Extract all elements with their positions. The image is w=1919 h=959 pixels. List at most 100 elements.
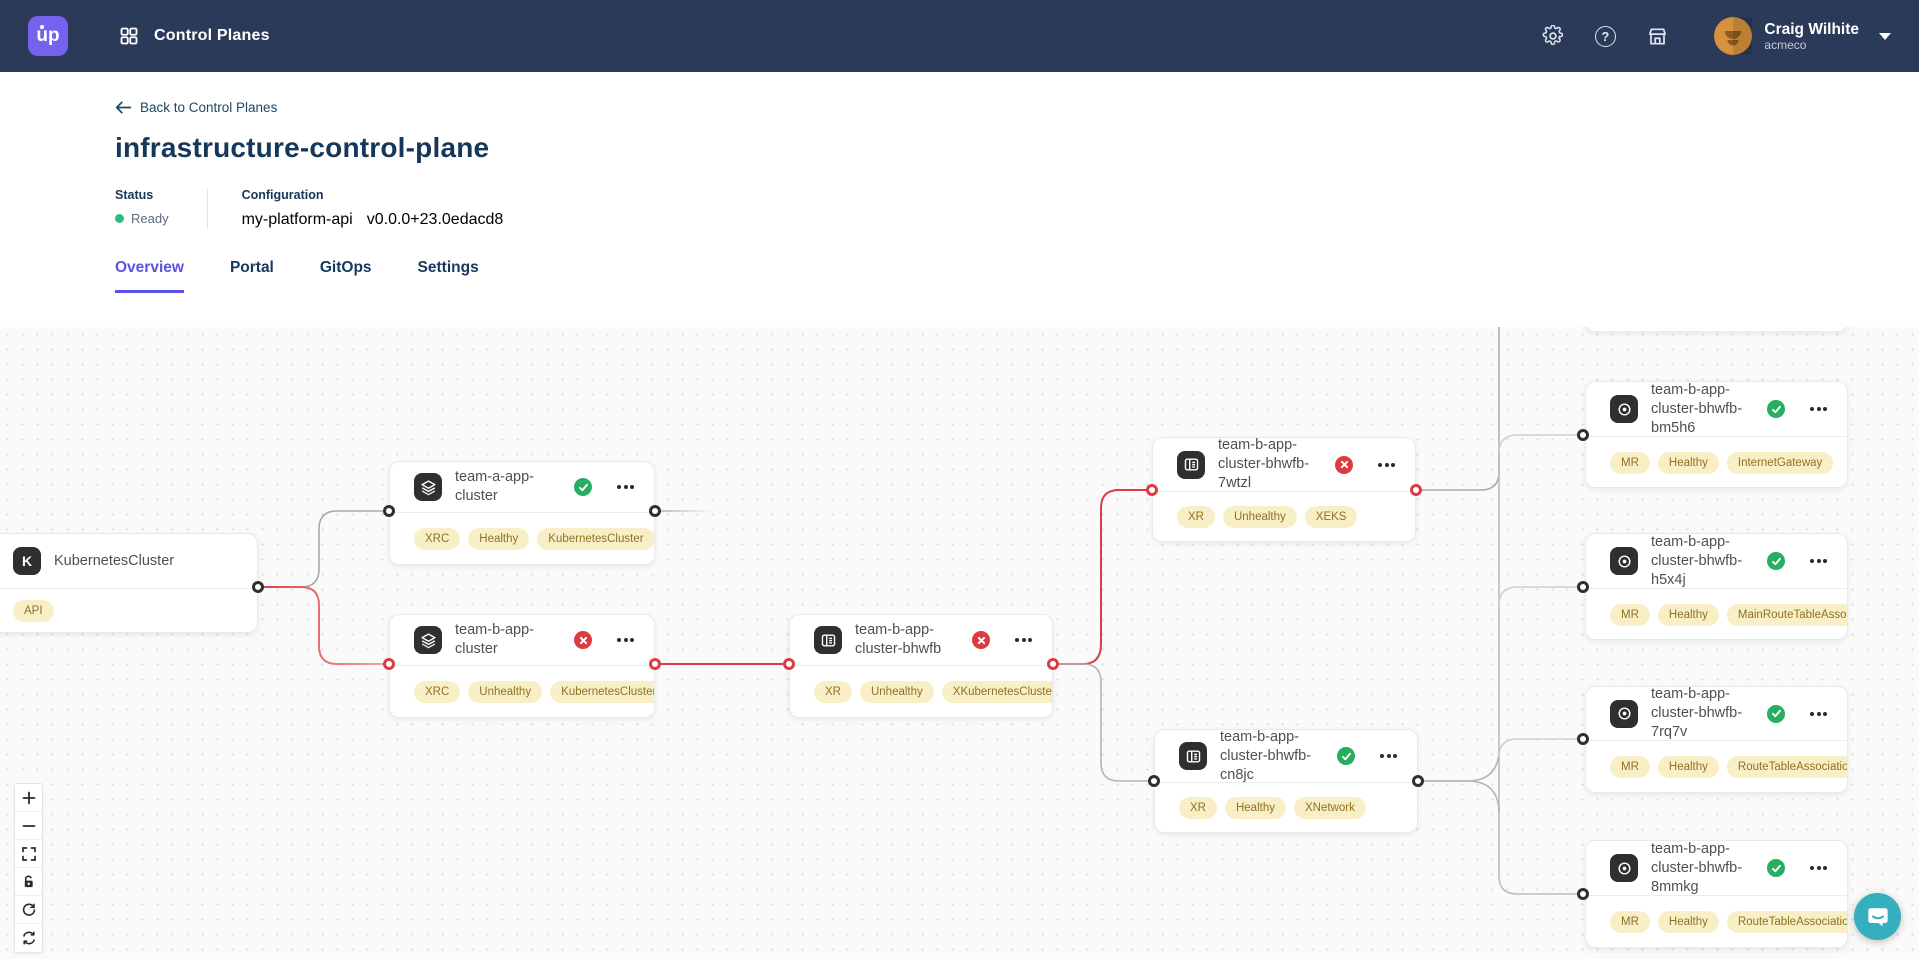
node-kind-icon-box: K <box>13 547 41 575</box>
resource-badge: MR <box>1610 911 1650 933</box>
rotate-icon <box>22 902 36 917</box>
zoom-out-button[interactable] <box>15 812 42 840</box>
back-link-label: Back to Control Planes <box>140 100 278 115</box>
node-badges: API <box>13 588 257 632</box>
edge-handle[interactable] <box>1577 429 1589 441</box>
back-link[interactable]: Back to Control Planes <box>115 100 277 115</box>
page-title: infrastructure-control-plane <box>115 132 490 163</box>
edge-handle[interactable] <box>252 581 264 593</box>
edge-handle[interactable] <box>1410 484 1422 496</box>
resource-badge: XNetwork <box>1293 797 1366 819</box>
settings-gear-icon[interactable] <box>1540 23 1566 49</box>
tab-bar: Overview Portal GitOps Settings <box>115 259 1919 293</box>
resource-badge: Healthy <box>1657 756 1719 778</box>
node-divider <box>1155 782 1417 783</box>
node-title: team-b-app-cluster-bhwfb- h5x4j <box>1651 533 1743 588</box>
layers-icon <box>420 632 436 648</box>
edges-layer <box>258 327 1583 895</box>
node-menu-button[interactable] <box>615 634 636 646</box>
user-org: acmeco <box>1764 37 1807 52</box>
rotate-button[interactable] <box>15 896 42 924</box>
resource-badge: XEKS <box>1304 506 1358 528</box>
grid-icon <box>116 23 142 49</box>
resource-badge: MR <box>1610 451 1650 474</box>
status-healthy-icon <box>1767 400 1785 418</box>
edge-handle[interactable] <box>649 505 661 517</box>
node-menu-button[interactable] <box>1808 555 1829 567</box>
node-divider <box>1586 740 1847 741</box>
resource-badge: Unhealthy <box>468 681 543 703</box>
lock-button[interactable] <box>15 868 42 896</box>
chat-launcher-button[interactable] <box>1854 893 1901 940</box>
node-kind-icon-box <box>1179 742 1207 770</box>
edge-handle[interactable] <box>1577 888 1589 900</box>
node-menu-button[interactable] <box>615 481 636 493</box>
node-divider <box>390 512 654 513</box>
resource-badge: XKubernetesCluster <box>941 681 1052 703</box>
edge-branch-bm5h6 <box>1498 434 1583 454</box>
node-divider <box>1586 588 1847 589</box>
meta-row: Status Ready Configuration my-platform-a… <box>115 188 1919 229</box>
node-divider <box>1586 895 1847 896</box>
tab-portal[interactable]: Portal <box>229 259 274 276</box>
node-menu-button[interactable] <box>1808 708 1829 720</box>
status-unhealthy-icon <box>574 631 592 649</box>
help-icon[interactable]: ? <box>1592 23 1618 49</box>
node-partial-node[interactable] <box>1585 327 1848 332</box>
fit-view-button[interactable] <box>15 840 42 868</box>
node-kind-icon-box <box>814 626 842 654</box>
auto-layout-button[interactable] <box>15 924 42 952</box>
node-menu-button[interactable] <box>1808 862 1829 874</box>
edge-handle[interactable] <box>1047 658 1059 670</box>
resource-badge: Healthy <box>1657 451 1719 474</box>
edge-handle[interactable] <box>649 658 661 670</box>
edge-branch-h5x4j <box>1498 586 1583 606</box>
zoom-in-button[interactable] <box>15 784 42 812</box>
tab-gitops[interactable]: GitOps <box>319 259 372 276</box>
marketplace-icon[interactable] <box>1644 23 1670 49</box>
edge-handle[interactable] <box>783 658 795 670</box>
edge-branch-8mmkg <box>1498 875 1583 895</box>
node-title: team-b-app-cluster-bhwfb- 7rq7v <box>1651 686 1743 740</box>
edge-handle[interactable] <box>383 658 395 670</box>
node-menu-button[interactable] <box>1378 750 1399 762</box>
tab-settings[interactable]: Settings <box>417 259 479 276</box>
upbound-logo[interactable]: up <box>28 16 68 56</box>
edge-handle[interactable] <box>1577 581 1589 593</box>
node-menu-button[interactable] <box>1376 459 1397 471</box>
node-menu-button[interactable] <box>1808 403 1829 415</box>
status-healthy-icon <box>1767 859 1785 877</box>
managed-resource-icon <box>1617 402 1631 416</box>
edge-cn8jc-down <box>1418 780 1500 814</box>
edge-handle[interactable] <box>1148 775 1160 787</box>
resource-badge: RouteTableAssociation <box>1726 756 1847 778</box>
node-title: KubernetesCluster <box>54 552 175 569</box>
configuration-version: v0.0.0+23.0edacd8 <box>366 211 504 228</box>
kubernetes-icon: K <box>21 553 33 569</box>
edge-handle[interactable] <box>1146 484 1158 496</box>
help-question-glyph: ? <box>1594 25 1616 47</box>
node-divider <box>1153 491 1415 492</box>
edge-7wtzl-to-top <box>1416 327 1500 491</box>
edge-handle[interactable] <box>1412 775 1424 787</box>
status-healthy-icon <box>574 478 592 496</box>
node-menu-button[interactable] <box>1013 634 1034 646</box>
tab-overview[interactable]: Overview <box>115 259 184 293</box>
edge-handle[interactable] <box>1577 733 1589 745</box>
user-menu[interactable]: Craig Wilhite acmeco <box>1714 17 1891 55</box>
status-unhealthy-icon <box>1335 455 1353 474</box>
edge-handle[interactable] <box>383 505 395 517</box>
